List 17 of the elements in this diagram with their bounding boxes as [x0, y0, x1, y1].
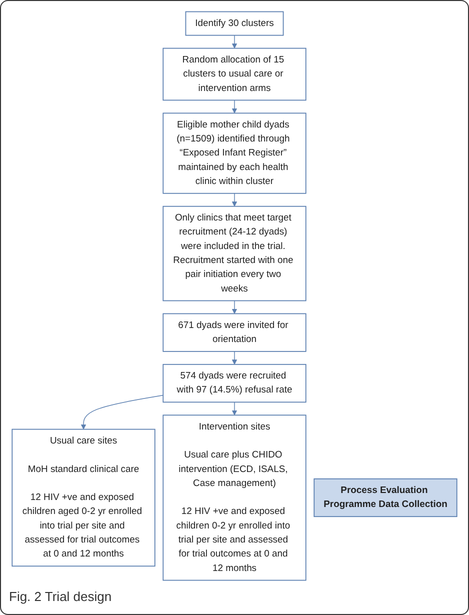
figure-caption: Fig. 2 Trial design [8, 588, 113, 606]
arrow [80, 394, 164, 430]
arrow [232, 34, 238, 49]
node-box: Intervention sites Usual care plus CHIDO intervention (ECD, ISALS, Case management) 12 HIV +ve and exposed children 0-2 yr enrolled into trial per site and assessed for trial outcomes at 0 and 12 months [162, 414, 306, 581]
arrow [232, 402, 238, 416]
node-box: 574 dyads were recruited with 97 (14.5%) refusal rate [162, 364, 306, 403]
node-box: Usual care sites MoH standard clinical care 12 HIV +ve and exposed children aged 0-2 yr enrolled into trial per site and assessed for trial outcomes at 0 and 12 months [12, 428, 156, 567]
arrow [232, 100, 238, 114]
arrow [232, 300, 238, 314]
arrow [232, 193, 238, 207]
node-box: Identify 30 clusters [185, 11, 284, 36]
node-box: Process Evaluation Programme Data Collection [314, 478, 458, 518]
node-box: 671 dyads were invited for orientation [162, 313, 306, 352]
node-box: Random allocation of 15 clusters to usual care or intervention arms [162, 48, 306, 101]
node-box: Only clinics that meet target recruitment (24-12 dyads) were included in the trial. Recruitment started with one pair initiation every two weeks [162, 206, 306, 302]
arrow [232, 351, 238, 365]
node-box: Eligible mother child dyads (n=1509) identified through “Exposed Infant Register” maintained by each health clinic within cluster [162, 112, 306, 194]
